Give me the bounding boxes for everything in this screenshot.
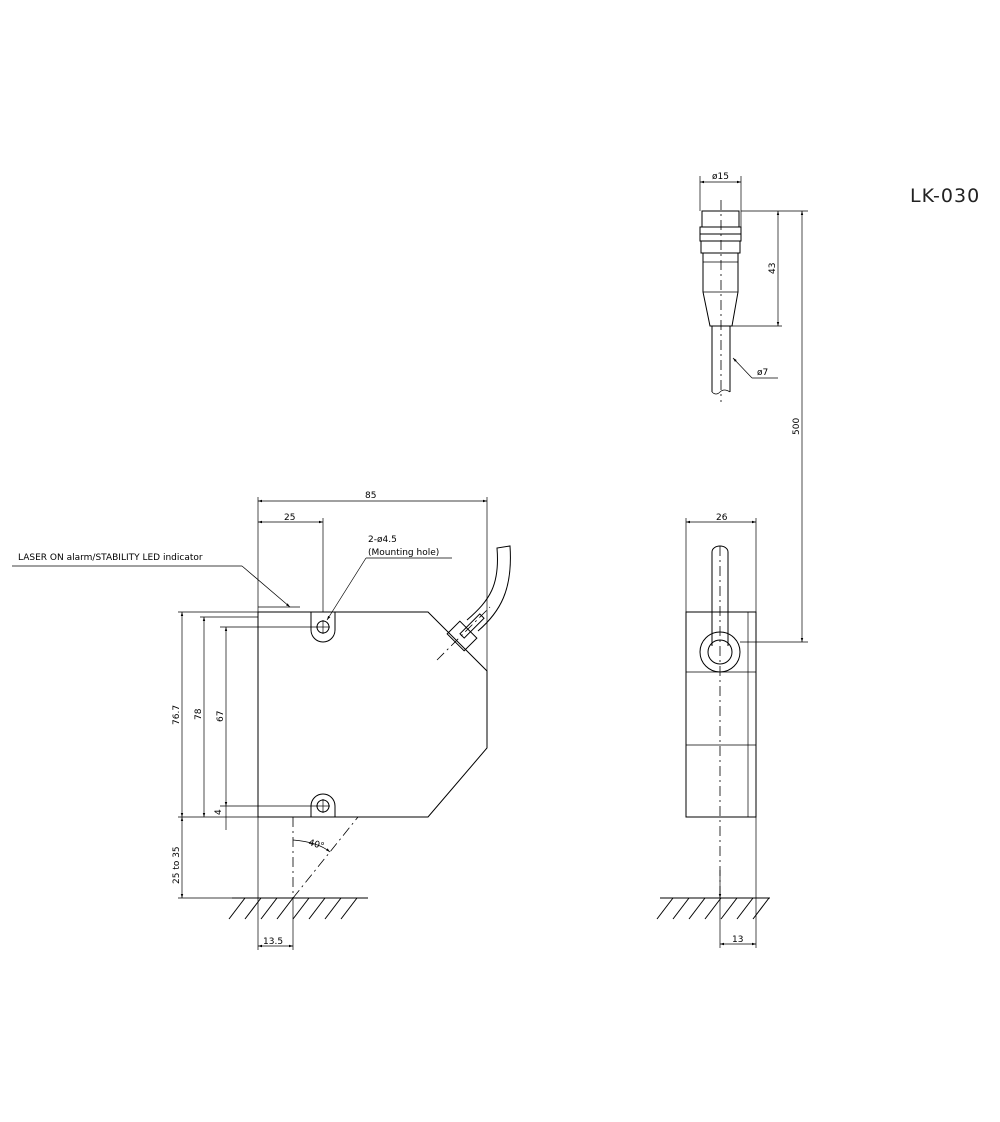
dim-25-label: 25: [284, 513, 295, 523]
model-title: LK-030: [910, 185, 980, 207]
dim-overall-length: 85: [257, 491, 488, 671]
ground-surface-side: [656, 897, 770, 920]
dim-hole-offset: 25: [258, 513, 324, 612]
dim-26-label: 26: [716, 513, 728, 523]
dim-laser-offset: 13.5: [257, 817, 294, 950]
dim-85-label: 85: [365, 491, 376, 501]
mounting-hole-bottom: [310, 793, 336, 817]
dim-cable-length: 500: [740, 211, 808, 643]
dim-76-7-label: 76.7: [172, 705, 182, 725]
dim-500-label: 500: [792, 418, 802, 435]
dim-o7-label: ø7: [757, 368, 768, 378]
led-indicator-label: LASER ON alarm/STABILITY LED indicator: [18, 553, 203, 563]
laser-beam: 40°: [292, 816, 359, 899]
side-view: 26 13: [656, 513, 770, 948]
sensor-body-outline: [257, 611, 488, 818]
dim-height-78: 78: [194, 616, 258, 817]
angle-label: 40°: [307, 838, 325, 852]
ground-surface-front: [228, 897, 368, 920]
mounting-hole-label: (Mounting hole): [368, 548, 439, 558]
dim-78-label: 78: [194, 708, 204, 720]
dim-hole-pitch: 67: [216, 626, 318, 807]
dim-connector-diameter: ø15: [699, 172, 742, 227]
front-view: 40° 85 25 2-ø4.5: [12, 491, 511, 950]
dim-67-label: 67: [216, 711, 226, 722]
led-indicator-note: LASER ON alarm/STABILITY LED indicator: [12, 553, 291, 608]
cable-gland: [436, 545, 511, 661]
dim-43-label: 43: [768, 263, 778, 274]
dim-cable-diameter: ø7: [732, 357, 778, 379]
dim-height-76-7: 76.7: [172, 611, 258, 818]
dim-hole-edge: 4: [214, 806, 227, 830]
dim-side-offset: 13: [719, 817, 757, 948]
mounting-hole-note: 2-ø4.5 (Mounting hole): [326, 535, 452, 621]
dim-4-label: 4: [214, 809, 224, 815]
dim-13-label: 13: [732, 935, 743, 945]
sensor-side-body: [685, 611, 757, 818]
dim-range-label: 25 to 35: [172, 846, 182, 884]
dim-13-5-label: 13.5: [263, 937, 283, 947]
mounting-hole-spec: 2-ø4.5: [368, 535, 397, 545]
dim-o15-label: ø15: [712, 172, 729, 182]
dim-width: 26: [685, 513, 757, 612]
cable-connector-view: ø15 43 ø7 500: [699, 172, 808, 643]
dim-range: 25 to 35: [172, 817, 232, 899]
dim-connector-length: 43: [732, 210, 808, 327]
